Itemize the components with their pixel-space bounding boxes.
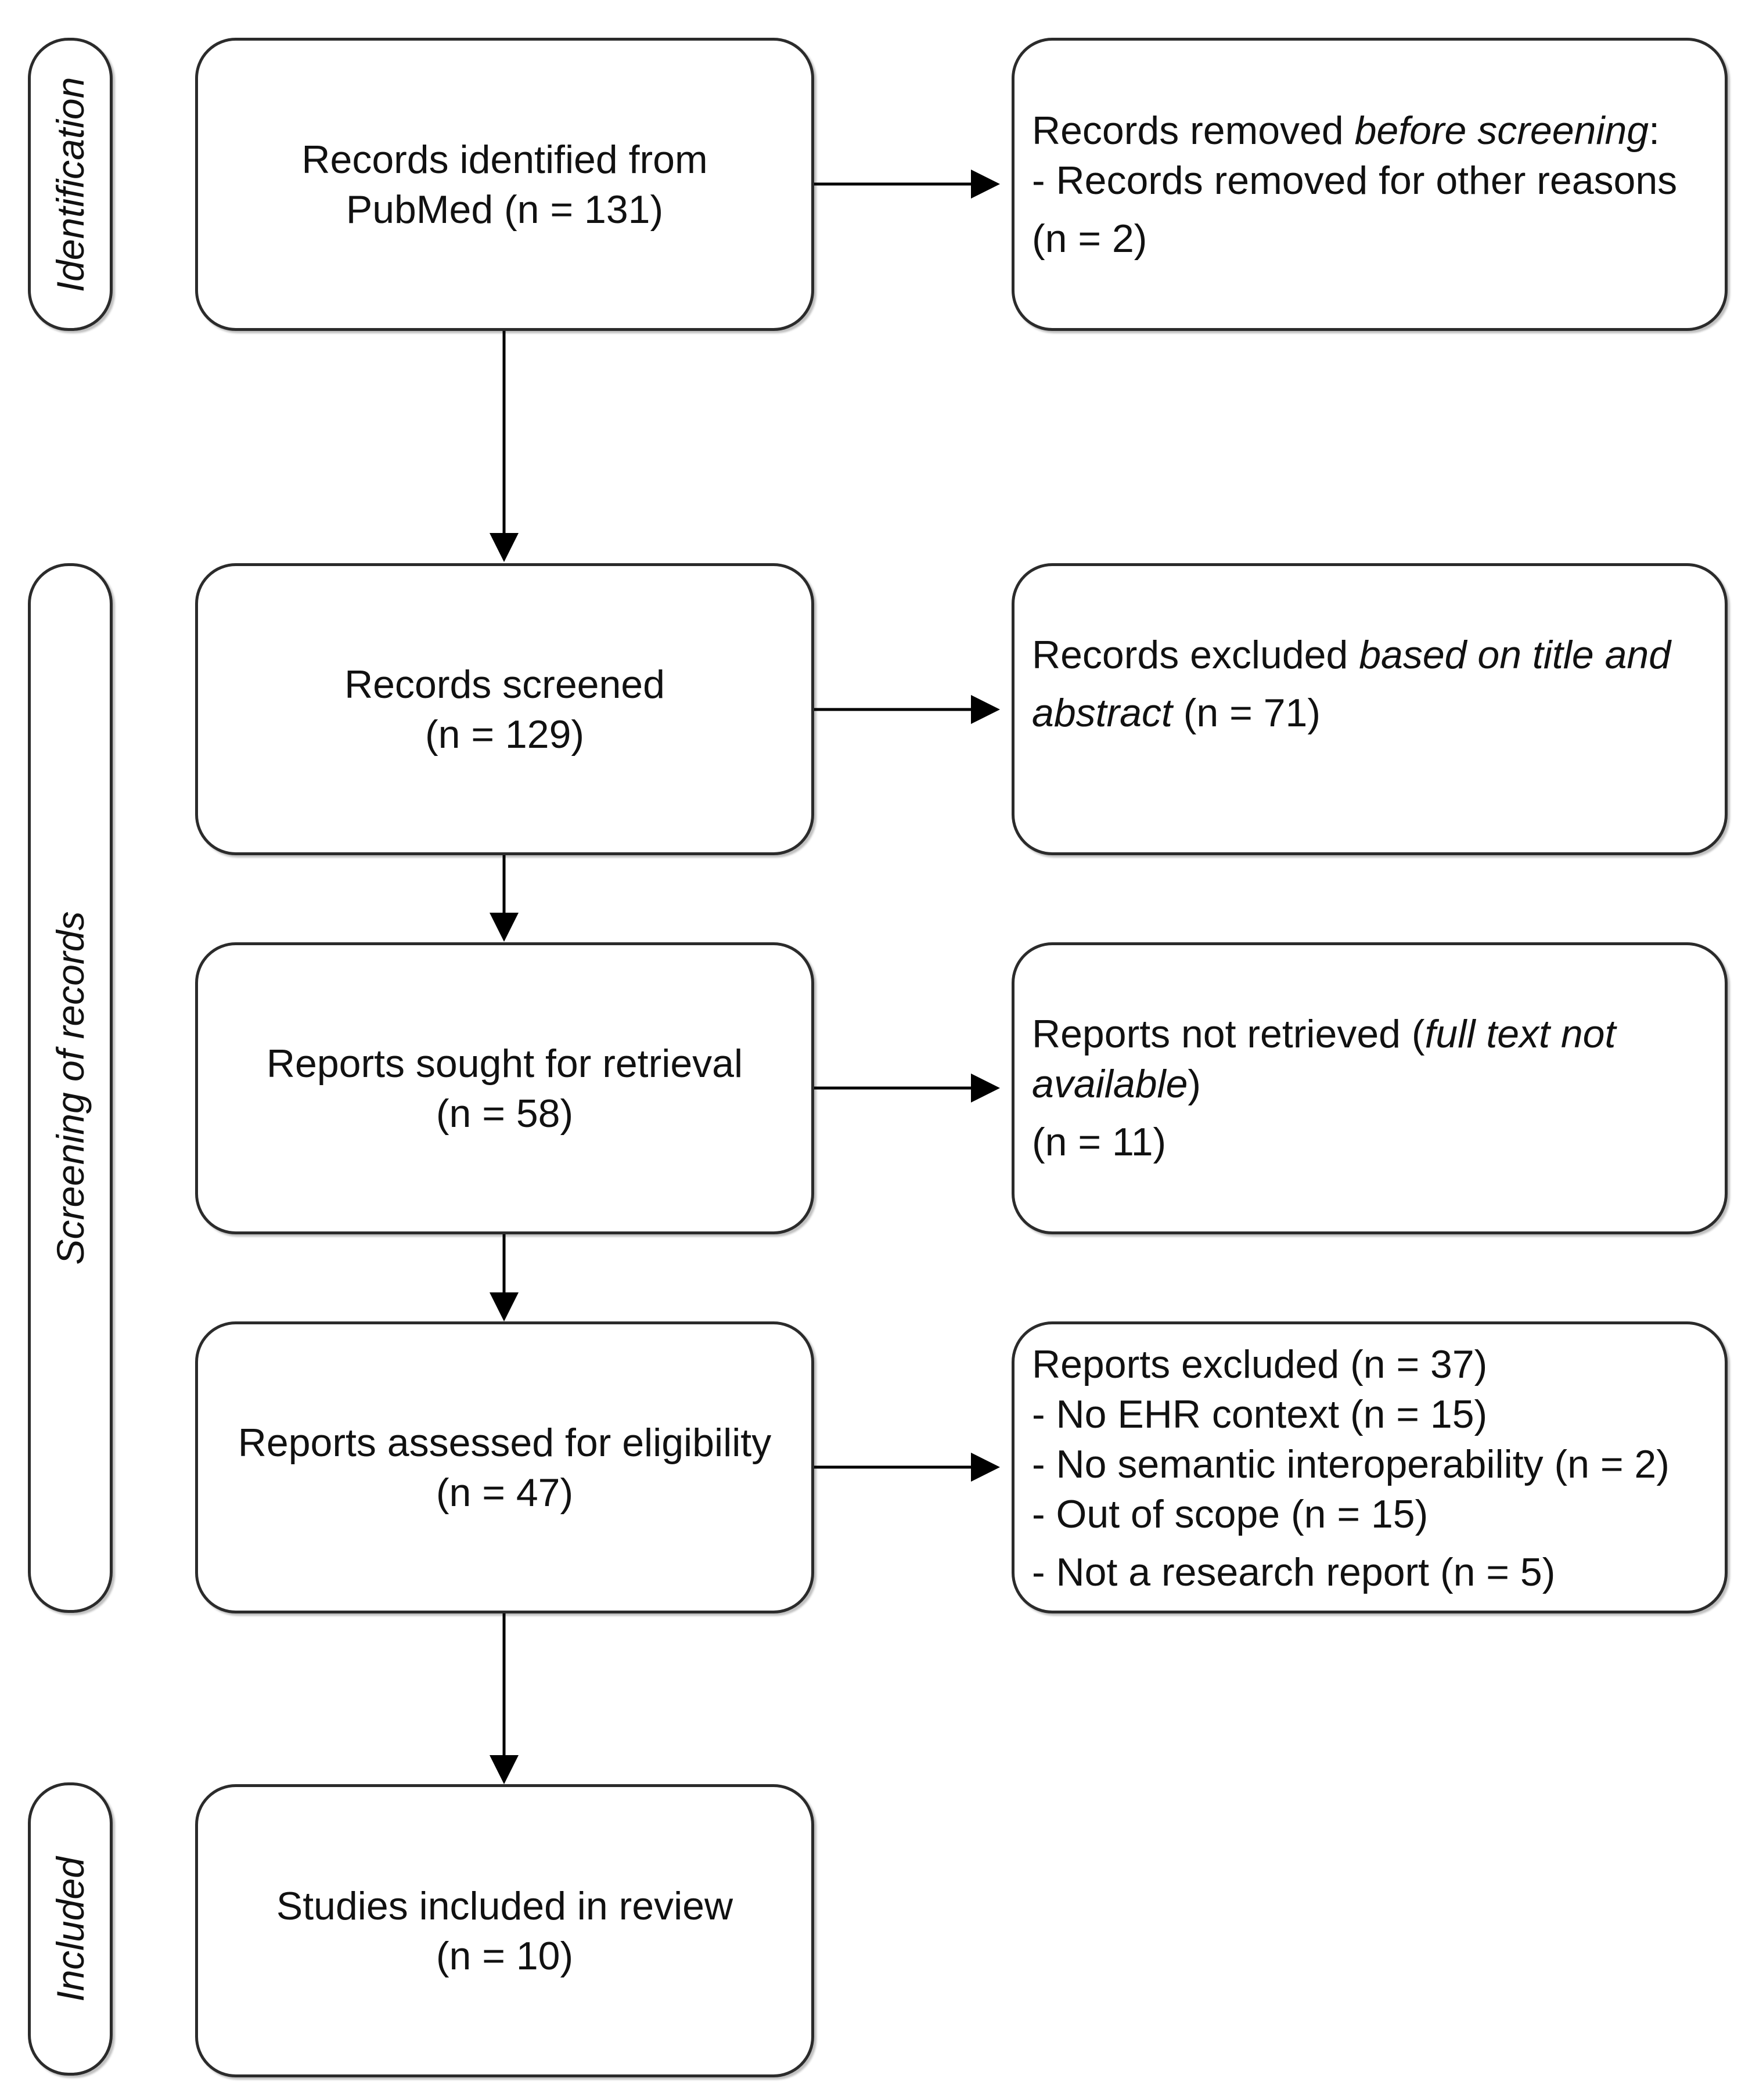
records-screened-line1: Records screened [344,662,665,707]
studies-included-line1: Studies included in review [276,1883,733,1928]
records-identified-line2: PubMed (n = 131) [346,187,664,232]
reports-excluded-box: Reports excluded (n = 37) - No EHR conte… [1012,1321,1728,1613]
reports-sought-line2: (n = 58) [436,1091,574,1136]
phase-included: Included [28,1782,113,2076]
records-screened-box: Records screened (n = 129) [195,563,814,855]
reports-excluded-item: - Out of scope (n = 15) [1032,1492,1429,1536]
studies-included-line2: (n = 10) [436,1933,574,1978]
studies-included-box: Studies included in review (n = 10) [195,1784,814,2077]
reports-assessed-box: Reports assessed for eligibility (n = 47… [195,1321,814,1613]
reports-not-retrieved-line1: Reports not retrieved (full text not [1032,1012,1616,1056]
reports-not-retrieved-line3: (n = 11) [1032,1120,1167,1164]
phase-identification-label: Identification [49,77,92,292]
records-identified-line1: Records identified from [301,137,708,182]
reports-sought-box: Reports sought for retrieval (n = 58) [195,942,814,1234]
records-excluded-line1: Records excluded based on title and [1032,633,1671,677]
reports-assessed-line1: Reports assessed for eligibility [238,1420,772,1465]
phase-identification: Identification [28,38,113,331]
phase-screening-label: Screening of records [49,911,92,1265]
reports-sought-line1: Reports sought for retrieval [266,1041,743,1086]
records-removed-line3: (n = 2) [1032,217,1147,261]
records-excluded-line2: abstract (n = 71) [1032,691,1321,735]
reports-not-retrieved-box: Reports not retrieved (full text not ava… [1012,942,1728,1234]
reports-assessed-line2: (n = 47) [436,1470,574,1515]
reports-excluded-item: - No EHR context (n = 15) [1032,1392,1488,1436]
records-excluded-box: Records excluded based on title and abst… [1012,563,1728,855]
phase-screening: Screening of records [28,563,113,1613]
reports-excluded-item: Reports excluded (n = 37) [1032,1342,1488,1386]
records-identified-box: Records identified from PubMed (n = 131) [195,38,814,331]
records-removed-line1: Records removed before screening: [1032,109,1660,153]
reports-not-retrieved-line2: available) [1032,1062,1201,1106]
reports-excluded-item: - No semantic interoperability (n = 2) [1032,1442,1670,1486]
records-screened-line2: (n = 129) [424,712,585,757]
reports-excluded-item: - Not a research report (n = 5) [1032,1550,1556,1594]
phase-included-label: Included [49,1856,92,2002]
records-removed-box: Records removed before screening: - Reco… [1012,38,1728,331]
records-removed-line2: - Records removed for other reasons [1032,159,1678,203]
